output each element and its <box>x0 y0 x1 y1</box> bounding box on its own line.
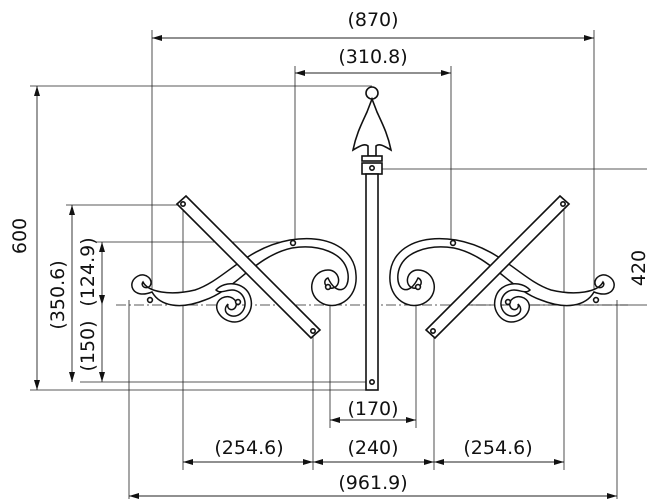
bottom-total-label: (961.9) <box>338 472 407 494</box>
height-total-label: 600 <box>9 218 31 254</box>
top-span-label: (310.8) <box>338 46 407 68</box>
dimension-labels: (870) (310.8) 600 (350.6) (124.9) (150) … <box>9 9 647 494</box>
post-base-label: (170) <box>347 398 398 420</box>
height-350-label: (350.6) <box>47 260 69 329</box>
left-arm-label: (254.6) <box>214 437 283 459</box>
dimension-lines <box>30 30 647 499</box>
left-scroll <box>131 238 357 323</box>
right-scroll <box>389 238 615 323</box>
center-post <box>351 86 393 391</box>
height-124-label: (124.9) <box>77 237 99 306</box>
right-height-label: 420 <box>628 250 647 286</box>
right-arm-label: (254.6) <box>463 437 532 459</box>
overall-width-label: (870) <box>347 9 398 31</box>
height-150-label: (150) <box>77 320 99 371</box>
left-brace <box>175 194 322 340</box>
center-span-label: (240) <box>347 437 398 459</box>
right-brace <box>424 194 571 340</box>
